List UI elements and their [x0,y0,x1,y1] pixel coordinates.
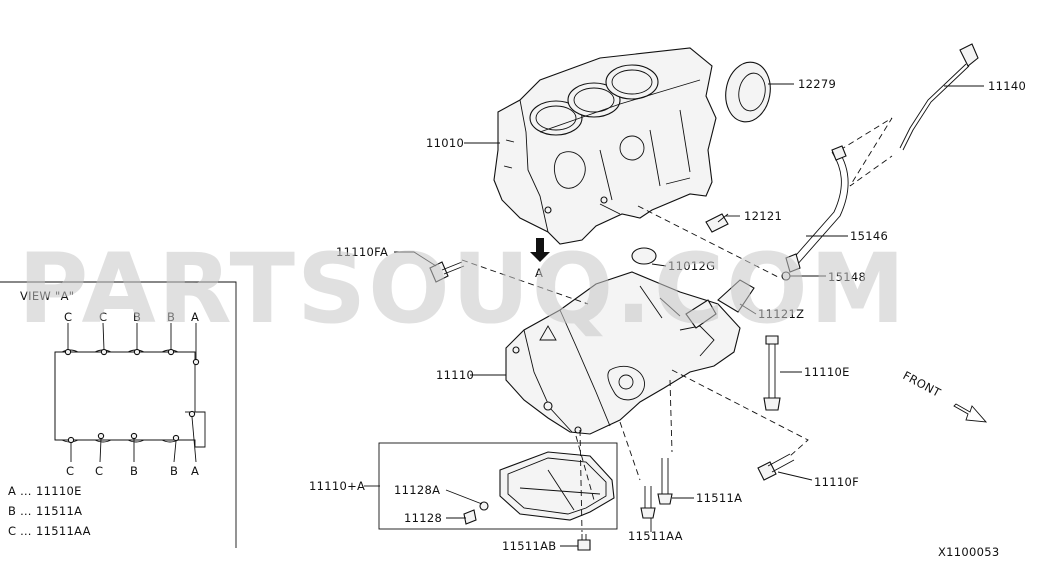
leader-lines [364,83,984,547]
view-a-top-letter-5: A [191,310,199,324]
label-12121: 12121 [744,209,782,223]
view-a-title: VIEW "A" [20,289,74,303]
bolt-11110e-drawing [763,335,781,411]
watermark: PARTSOUQ.COM [18,233,907,345]
bolt-11110fa-drawing [429,261,465,283]
part-labels: 12279 11140 11010 12121 15146 11110FA 11… [309,77,1026,553]
label-11110fa: 11110FA [336,245,388,259]
label-11140: 11140 [988,79,1026,93]
svg-text:…: … [20,524,32,538]
view-a-arrow: A [530,238,550,280]
oil-seal-drawing [725,61,771,123]
reference-lines [461,205,809,533]
view-a-bottom-letter-4: B [170,464,178,478]
label-11511ab: 11511AB [502,539,556,553]
view-a-bottom-letter-3: B [130,464,138,478]
dipstick-drawing [839,43,979,187]
front-indicator: FRONT [901,368,988,423]
label-11110f: 11110F [814,475,859,489]
view-a-arrow-label: A [535,266,543,280]
bolt-11110f-drawing [757,453,795,481]
diagram-code: X1100053 [938,545,1000,559]
legend-key-c: C [8,524,16,538]
legend-value-c: 11511AA [36,524,91,538]
view-a-top-letter-2: C [99,310,107,324]
label-11110e: 11110E [804,365,850,379]
svg-text:…: … [20,484,32,498]
label-15148: 15148 [828,270,866,284]
front-label: FRONT [901,368,944,400]
legend-key-a: A [8,484,16,498]
view-a-top-letter-4: B [167,310,175,324]
label-11110: 11110 [436,368,474,382]
legend-value-a: 11110E [36,484,82,498]
bolt-11511aa-drawing [640,486,656,519]
plug-drawing [631,247,657,265]
legend-value-b: 11511A [36,504,82,518]
bolt-11511a-drawing [657,458,673,505]
view-a-top-letter-1: C [64,310,72,324]
label-11010: 11010 [426,136,464,150]
cylinder-block-drawing [493,47,717,245]
label-11128a: 11128A [394,483,440,497]
legend-key-b: B [8,504,16,518]
label-11511aa: 11511AA [628,529,683,543]
view-a-bottom-letter-1: C [66,464,74,478]
svg-text:…: … [20,504,32,518]
label-11121z: 11121Z [758,307,804,321]
oil-pan-upper-drawing [505,271,741,435]
view-a-bottom-letter-5: A [191,464,199,478]
label-11511a: 11511A [696,491,742,505]
label-11110-plus-a: 11110+A [309,479,365,493]
view-a-panel: VIEW "A" C C B B A C C B B A [0,281,237,548]
label-11128: 11128 [404,511,442,525]
label-11012g: 11012G [668,259,715,273]
view-a-top-letter-3: B [133,310,141,324]
dipstick-tube-drawing [785,145,849,273]
view-a-bottom-letter-2: C [95,464,103,478]
label-12279: 12279 [798,77,836,91]
adapter-drawing [685,279,755,329]
label-15146: 15146 [850,229,888,243]
bolt-11511ab-drawing [577,534,591,551]
bolt-12121-drawing [705,213,729,233]
view-a-legend: A … 11110E B … 11511A C … 11511AA [8,484,91,538]
